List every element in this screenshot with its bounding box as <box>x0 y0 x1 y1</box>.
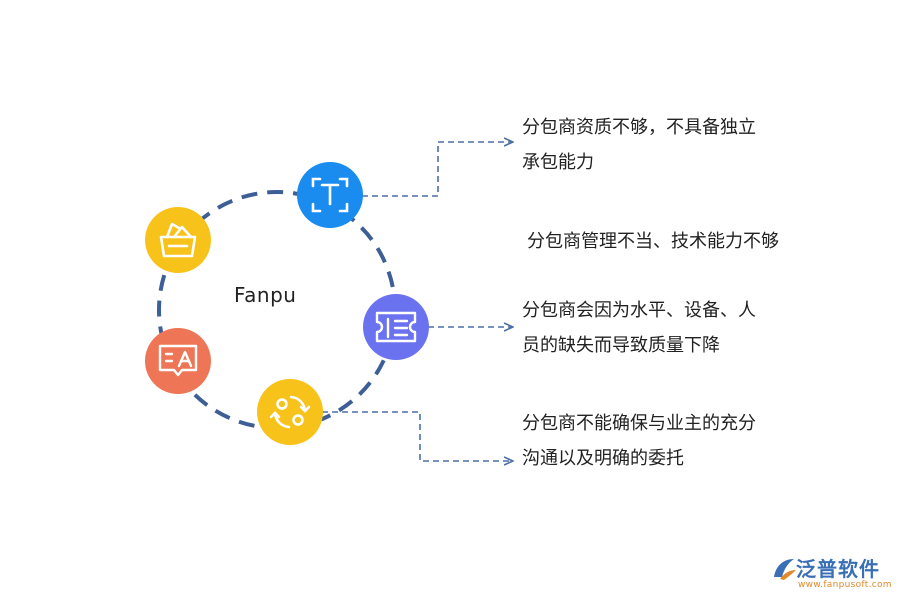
text-frame-icon <box>311 177 349 213</box>
node-list-card <box>363 294 429 360</box>
logo-mark-icon <box>774 559 796 580</box>
note-resources: 分包商会因为水平、设备、人 员的缺失而导致质量下降 <box>522 293 756 363</box>
swap-cycle-icon <box>269 395 311 429</box>
note-line: 分包商不能确保与业主的充分 <box>522 413 756 434</box>
note-communication: 分包商不能确保与业主的充分 沟通以及明确的委托 <box>522 406 756 476</box>
translate-bubble-icon <box>158 344 198 377</box>
note-qualification: 分包商资质不够，不具备独立 承包能力 <box>522 110 756 180</box>
logo-url: www.fanpusoft.com <box>798 580 892 590</box>
note-line: 员的缺失而导致质量下降 <box>522 335 720 356</box>
note-line: 沟通以及明确的委托 <box>522 448 684 469</box>
node-translate-bubble <box>145 328 211 394</box>
note-management: 分包商管理不当、技术能力不够 <box>527 224 779 259</box>
note-line: 承包能力 <box>522 152 594 173</box>
note-line: 分包商管理不当、技术能力不够 <box>527 231 779 252</box>
connector-1 <box>362 142 512 197</box>
node-basket <box>145 207 211 273</box>
connector-4 <box>322 411 512 461</box>
list-card-icon <box>375 311 417 343</box>
node-text-frame <box>297 162 363 228</box>
brand-logo: 泛普软件 www.fanpusoft.com <box>768 553 896 597</box>
basket-icon <box>159 222 197 258</box>
note-line: 分包商会因为水平、设备、人 <box>522 300 756 321</box>
node-swap-cycle <box>257 379 323 445</box>
note-line: 分包商资质不够，不具备独立 <box>522 117 756 138</box>
center-label: Fanpu <box>234 283 297 307</box>
logo-text: 泛普软件 <box>796 557 880 581</box>
